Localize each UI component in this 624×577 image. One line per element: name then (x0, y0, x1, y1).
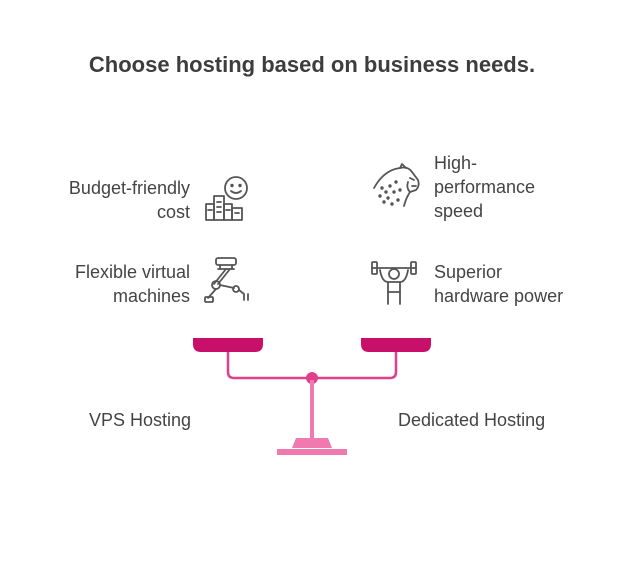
right-scale-pan (361, 338, 431, 352)
feature-line: cost (156, 202, 190, 222)
dedicated-hosting-label: Dedicated Hosting (398, 410, 546, 430)
robot-arm-icon (204, 257, 249, 303)
feature-budget-friendly-cost: Budget-friendly cost (20, 176, 190, 224)
page-title: Choose hosting based on business needs. (88, 52, 536, 77)
feature-line: speed (434, 201, 484, 221)
scale-base-top (292, 438, 332, 448)
feature-line: Flexible virtual (74, 262, 190, 282)
feature-line: High- (434, 153, 478, 173)
scale-pivot (306, 372, 318, 384)
weightlifter-icon (371, 261, 417, 305)
feature-line: performance (434, 177, 536, 197)
feature-flexible-virtual-machines: Flexible virtual machines (20, 260, 190, 308)
feature-high-performance-speed: High- performance speed (434, 151, 604, 223)
scale-pole (310, 380, 314, 438)
feature-line: Superior (434, 262, 503, 282)
vps-hosting-label: VPS Hosting (89, 410, 192, 430)
feature-superior-hardware-power: Superior hardware power (434, 260, 614, 308)
cheetah-icon (373, 163, 420, 207)
feature-line: hardware power (434, 286, 564, 306)
feature-line: machines (112, 286, 190, 306)
happy-building-icon (205, 176, 248, 221)
feature-line: Budget-friendly (68, 178, 190, 198)
scale-base (277, 449, 347, 455)
left-scale-pan (193, 338, 263, 352)
